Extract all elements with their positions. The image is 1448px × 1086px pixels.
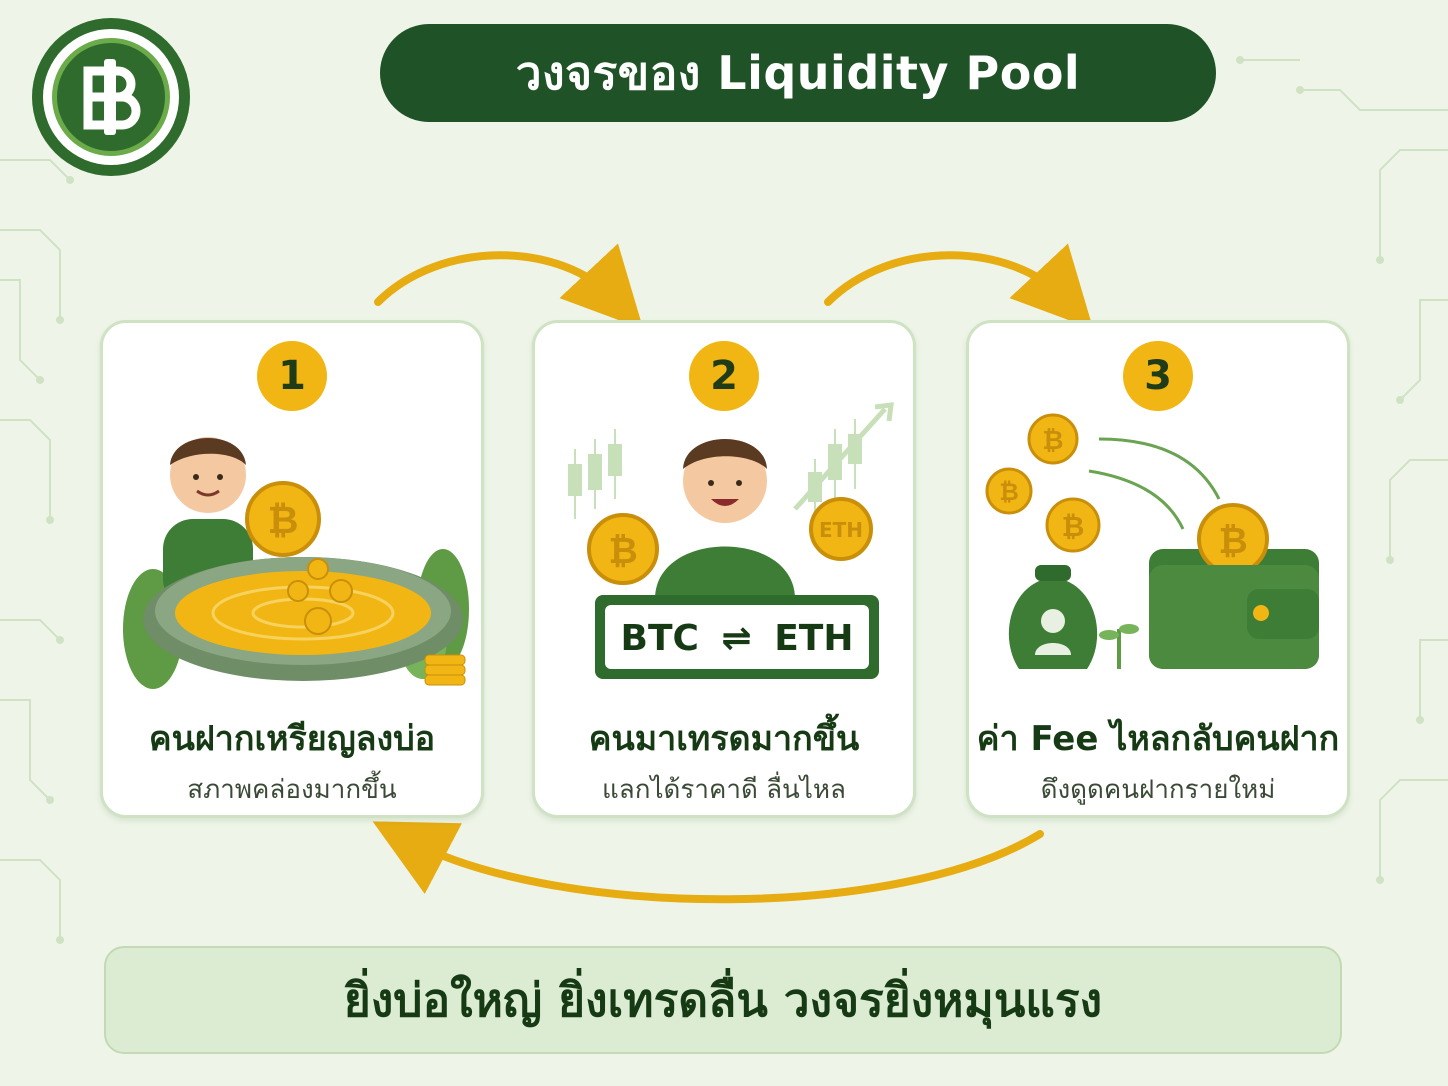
- svg-text:₿: ₿: [268, 498, 299, 542]
- step-number: 3: [1123, 341, 1193, 411]
- step-card-2: 2 ₿ ETH BTC ⇌ ETH คนมาเทรดมาก: [532, 320, 916, 818]
- svg-text:₿: ₿: [1218, 521, 1247, 562]
- trader-swap-illustration: ₿ ETH BTC ⇌ ETH: [568, 402, 894, 679]
- step-title: ค่า Fee ไหลกลับคนฝาก: [976, 719, 1340, 759]
- svg-text:₿: ₿: [999, 478, 1019, 506]
- page-title: วงจรของ Liquidity Pool: [515, 45, 1081, 100]
- step-title: คนมาเทรดมากขึ้น: [588, 719, 860, 759]
- swap-arrows-icon: ⇌: [721, 618, 751, 659]
- logo: [32, 18, 190, 176]
- footer-banner: ยิ่งบ่อใหญ่ ยิ่งเทรดลื่น วงจรยิ่งหมุนแรง: [104, 946, 1342, 1054]
- footer-text: ยิ่งบ่อใหญ่ ยิ่งเทรดลื่น วงจรยิ่งหมุนแรง: [343, 972, 1103, 1027]
- svg-text:BTC ⇌ ETH: BTC ⇌ ETH: [621, 618, 854, 659]
- step-number: 1: [257, 341, 327, 411]
- well-deposit-illustration: ₿: [123, 437, 469, 689]
- fee-wallet-illustration: ₿ ₿ ₿ ₿: [985, 413, 1319, 669]
- swap-right-label: ETH: [774, 618, 853, 659]
- step-subtitle: ดึงดูดคนฝากรายใหม่: [1040, 775, 1276, 805]
- baht-icon: [83, 59, 141, 135]
- eth-coin-label: ETH: [819, 518, 863, 542]
- step-title: คนฝากเหรียญลงบ่อ: [148, 719, 436, 759]
- title-banner: วงจรของ Liquidity Pool: [380, 24, 1216, 122]
- step-number: 2: [689, 341, 759, 411]
- svg-text:₿: ₿: [1062, 510, 1085, 543]
- svg-text:₿: ₿: [1042, 426, 1063, 456]
- step-subtitle: แลกได้ราคาดี ลื่นไหล: [602, 775, 846, 805]
- step-card-1: 1 ₿ คนฝากเหรียญลงบ่อ สภาพคล่องมากขึ้น: [100, 320, 484, 818]
- btc-coin-label: ₿: [608, 531, 637, 572]
- step-subtitle: สภาพคล่องมากขึ้น: [187, 775, 397, 805]
- step-card-3: 3 ₿ ₿ ₿ ₿ ค่า Fee ไหลกลับคนฝาก ดึงดูดคนฝ…: [966, 320, 1350, 818]
- swap-left-label: BTC: [621, 618, 699, 659]
